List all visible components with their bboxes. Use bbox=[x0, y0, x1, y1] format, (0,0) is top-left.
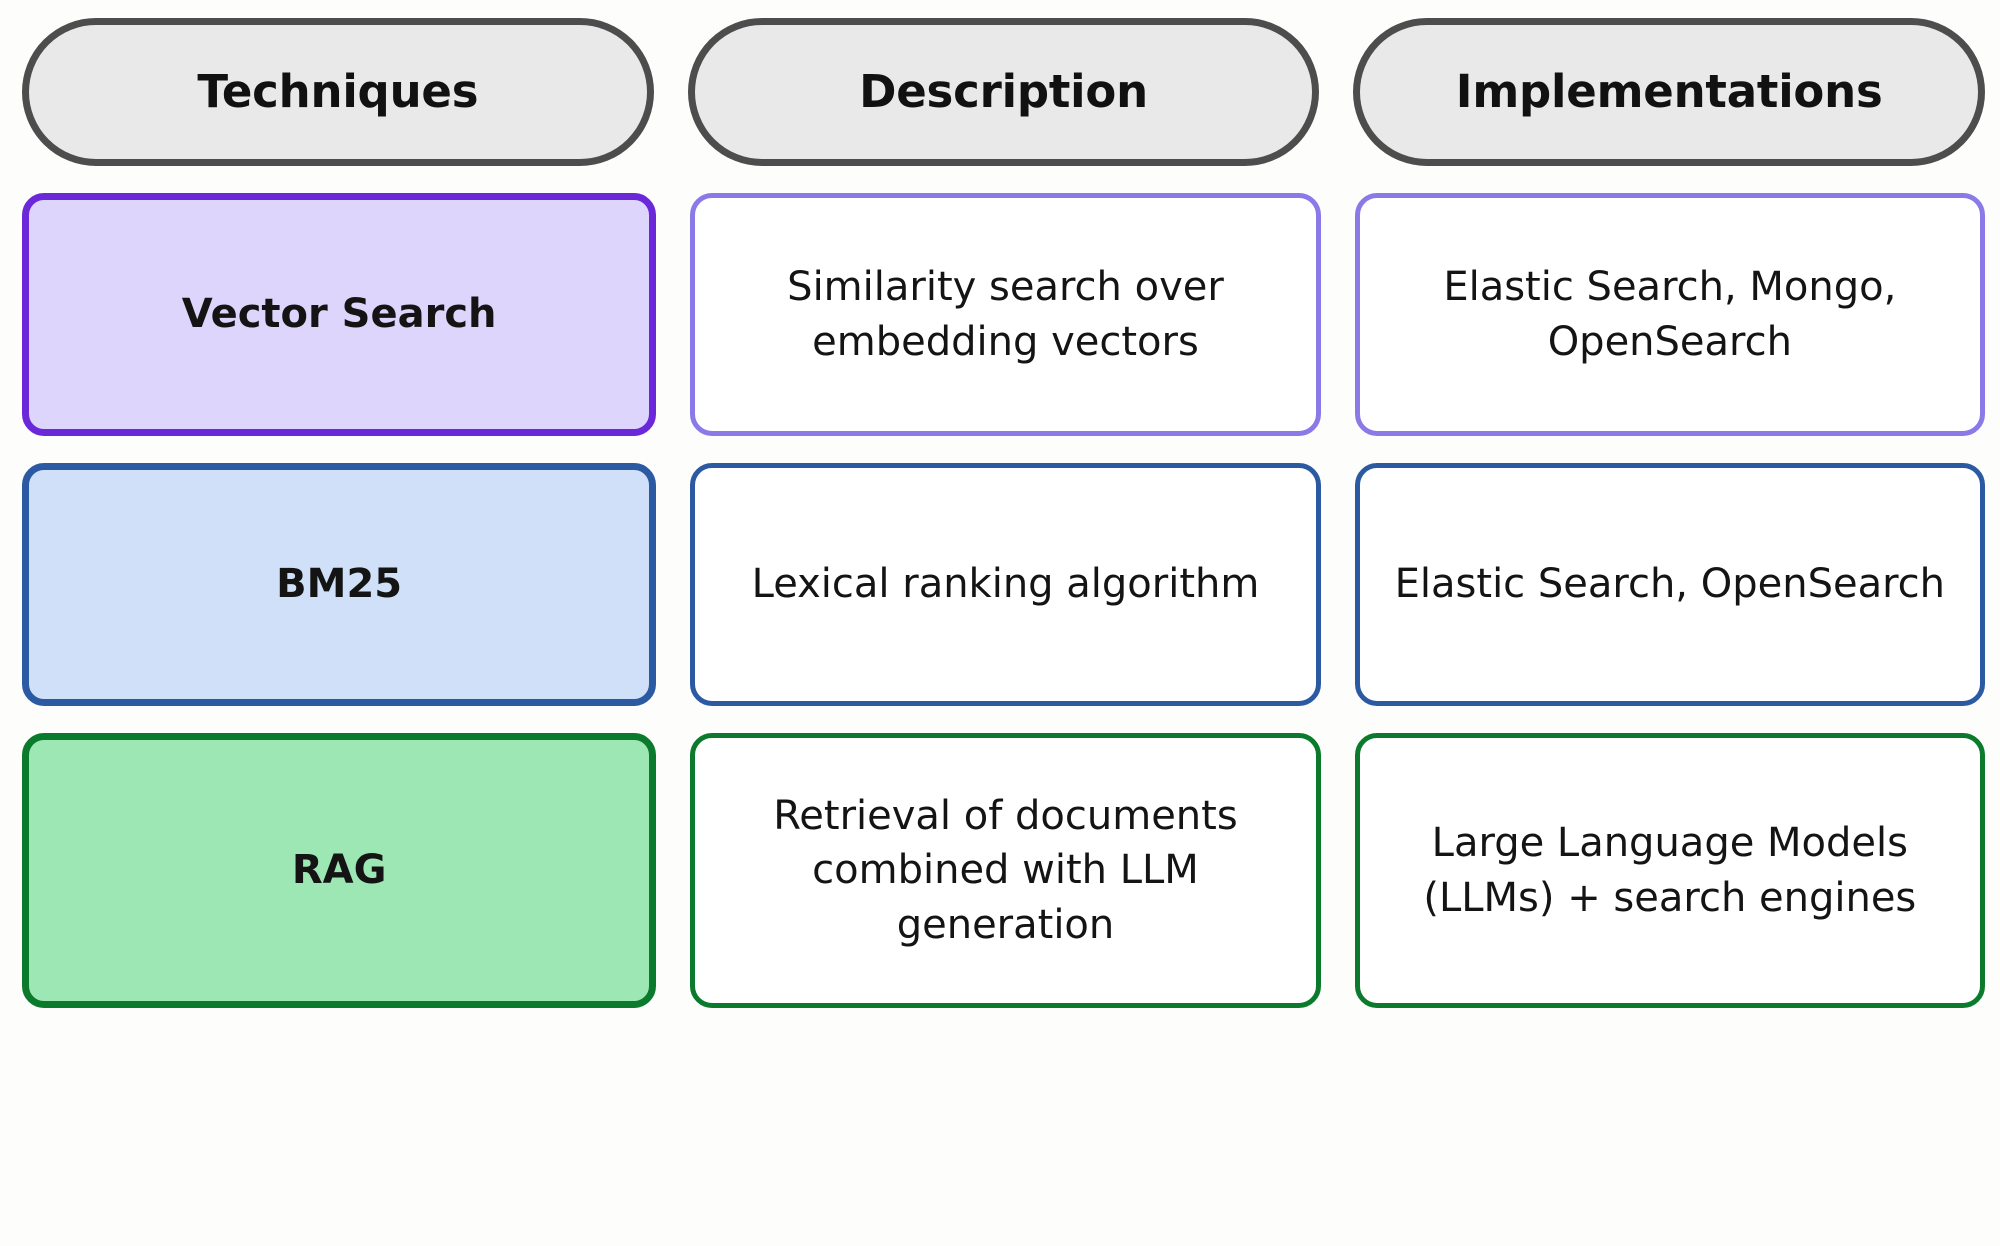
description-cell-bm25: Lexical ranking algorithm bbox=[690, 463, 1321, 706]
table-header-row: Techniques Description Implementations bbox=[22, 18, 1986, 166]
implementations-cell-rag: Large Language Models (LLMs) + search en… bbox=[1354, 733, 1985, 1008]
description-label: Retrieval of documents combined with LLM… bbox=[773, 792, 1238, 948]
technique-label: BM25 bbox=[276, 561, 403, 608]
implementations-label: Elastic Search, Mongo, OpenSearch bbox=[1443, 264, 1897, 365]
technique-cell-bm25: BM25 bbox=[22, 463, 657, 706]
implementations-cell-bm25: Elastic Search, OpenSearch bbox=[1354, 463, 1985, 706]
description-cell-rag: Retrieval of documents combined with LLM… bbox=[690, 733, 1321, 1008]
technique-cell-rag: RAG bbox=[22, 733, 657, 1008]
description-label: Lexical ranking algorithm bbox=[751, 561, 1260, 608]
table-row: BM25 Lexical ranking algorithm Elastic S… bbox=[22, 463, 1985, 706]
table-row: Vector Search Similarity search over emb… bbox=[22, 193, 1985, 436]
implementations-cell-vector-search: Elastic Search, Mongo, OpenSearch bbox=[1354, 193, 1985, 436]
description-label: Similarity search over embedding vectors bbox=[787, 264, 1224, 365]
column-header-implementations: Implementations bbox=[1353, 18, 1986, 166]
technique-label: RAG bbox=[291, 847, 387, 894]
implementations-label: Elastic Search, OpenSearch bbox=[1394, 561, 1945, 608]
technique-label: Vector Search bbox=[181, 291, 497, 338]
technique-cell-vector-search: Vector Search bbox=[22, 193, 657, 436]
table-row: RAG Retrieval of documents combined with… bbox=[22, 733, 1985, 1008]
column-header-techniques: Techniques bbox=[22, 18, 654, 166]
implementations-label: Large Language Models (LLMs) + search en… bbox=[1423, 820, 1917, 921]
column-header-techniques-label: Techniques bbox=[197, 65, 479, 119]
column-header-description: Description bbox=[687, 18, 1320, 166]
column-header-implementations-label: Implementations bbox=[1455, 65, 1883, 119]
description-cell-vector-search: Similarity search over embedding vectors bbox=[690, 193, 1321, 436]
column-header-description-label: Description bbox=[859, 65, 1148, 119]
